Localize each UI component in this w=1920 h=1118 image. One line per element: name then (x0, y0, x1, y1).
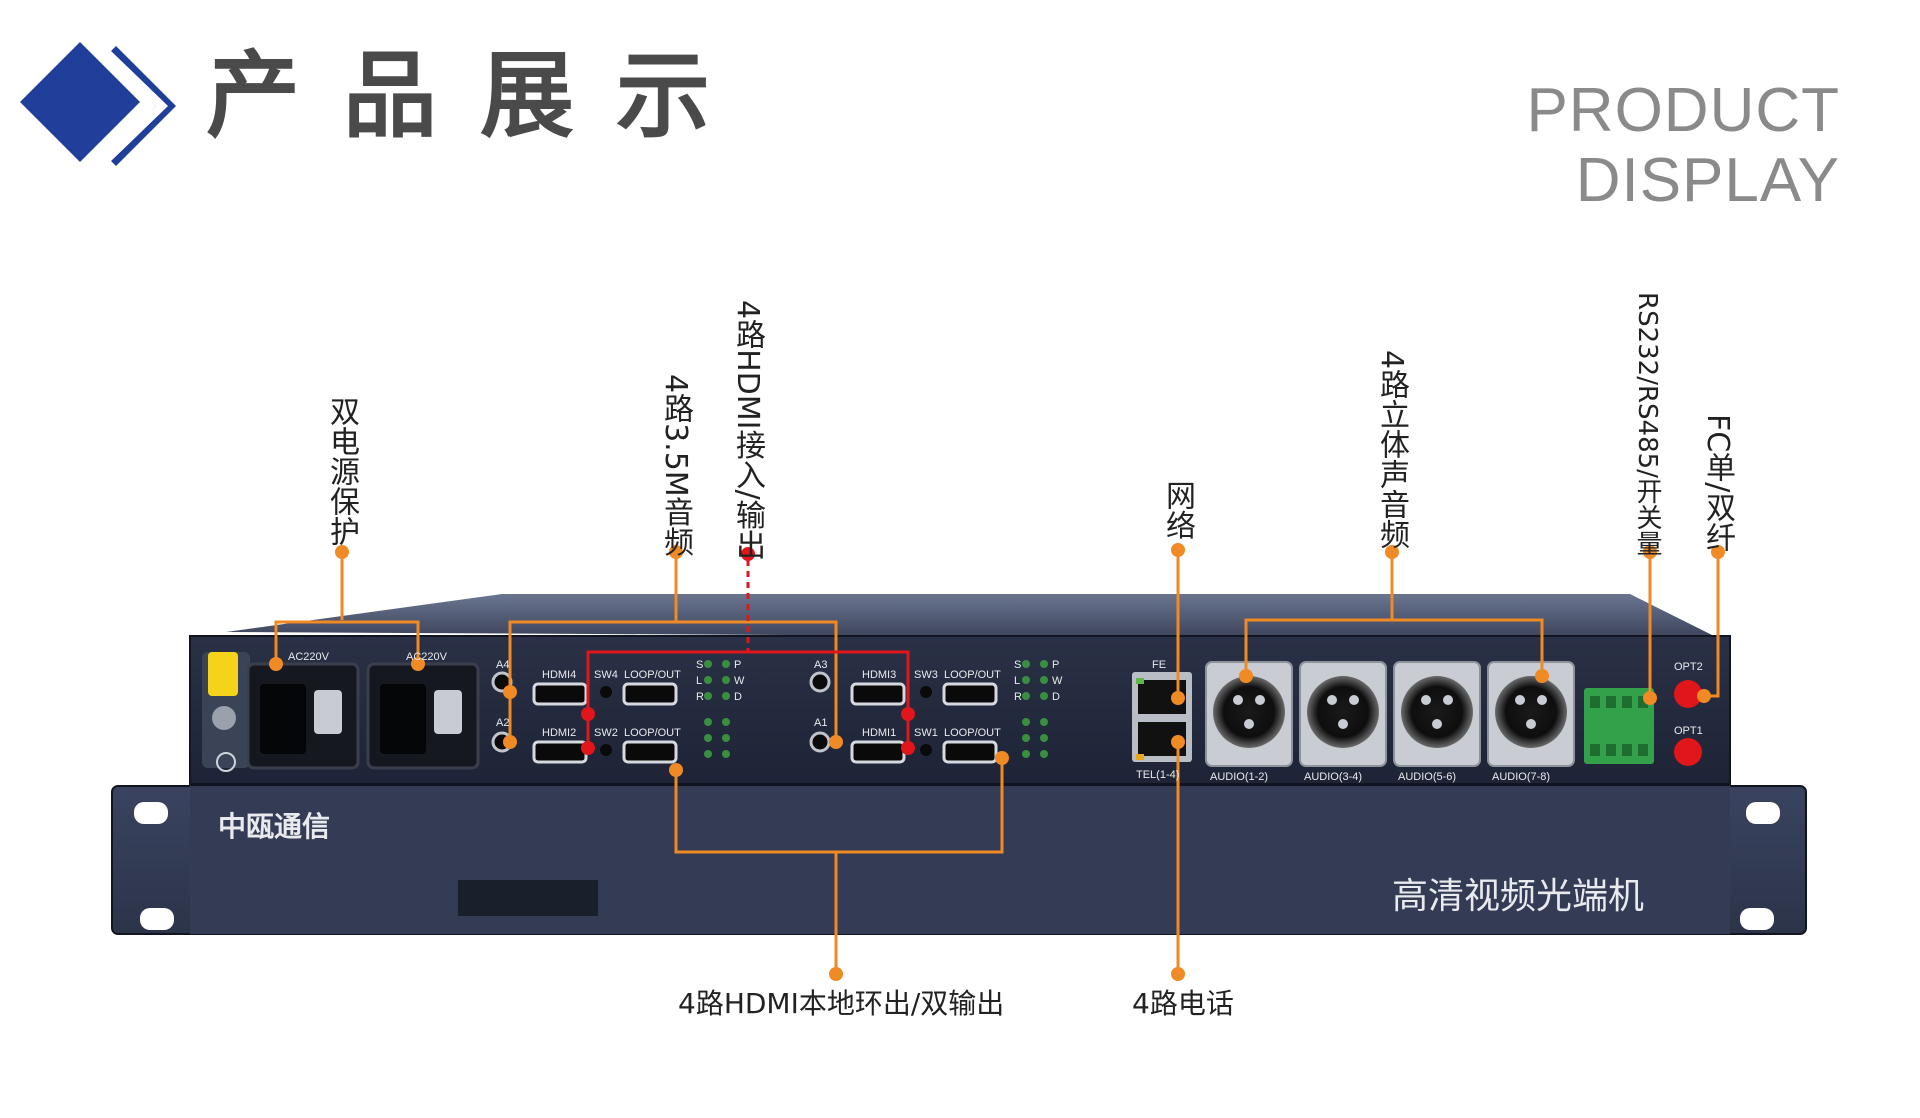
title-english: PRODUCT DISPLAY (1526, 76, 1840, 215)
ac-label-2: AC220V (406, 651, 448, 663)
opt1-label: OPT1 (1674, 725, 1703, 737)
hdmi4-label: HDMI4 (542, 669, 576, 681)
led-w-right-2: W (1052, 675, 1063, 687)
fe-label: FE (1152, 659, 1166, 671)
led-l-left-2: L (1014, 675, 1020, 687)
hdmi2-label: HDMI2 (542, 727, 576, 739)
a1-label: A1 (814, 717, 827, 729)
a4-label: A4 (496, 659, 509, 671)
brand-text: 中瓯通信 (218, 810, 330, 843)
label-serial: RS232/RS485/开关量 (1632, 292, 1662, 556)
title-char-2: 品 (343, 42, 438, 151)
sw4-label: SW4 (594, 669, 618, 681)
sw2-label: SW2 (594, 727, 618, 739)
sw3-label: SW3 (914, 669, 938, 681)
label-hdmi-io: 4路HDMI接入/输出 (730, 300, 765, 560)
led-d-right-1: D (734, 691, 742, 703)
product-name: 高清视频光端机 (1392, 876, 1644, 917)
hdmi3-label: HDMI3 (862, 669, 896, 681)
loop-label-3: LOOP/OUT (944, 669, 1001, 681)
a3-label: A3 (814, 659, 827, 671)
loop-label-4: LOOP/OUT (944, 727, 1001, 739)
hdmi1-label: HDMI1 (862, 727, 896, 739)
led-l-left-1: L (696, 675, 702, 687)
audio-label-2: AUDIO(3-4) (1304, 771, 1362, 783)
led-w-right-1: W (734, 675, 745, 687)
led-p-right-2: P (1052, 659, 1059, 671)
ac-label-1: AC220V (288, 651, 330, 663)
label-hdmi-loop: 4路HDMI本地环出/双输出 (678, 987, 1005, 1020)
audio-label-1: AUDIO(1-2) (1210, 771, 1268, 783)
sw1-label: SW1 (914, 727, 938, 739)
led-s-left-1: S (696, 659, 703, 671)
tel-label: TEL(1-4) (1136, 769, 1179, 781)
audio-label-3: AUDIO(5-6) (1398, 771, 1456, 783)
opt2-label: OPT2 (1674, 661, 1703, 673)
audio-label-4: AUDIO(7-8) (1492, 771, 1550, 783)
label-phone: 4路电话 (1132, 987, 1234, 1020)
label-stereo-audio: 4路立体声音频 (1374, 350, 1409, 550)
loop-label-1: LOOP/OUT (624, 669, 681, 681)
led-p-right-1: P (734, 659, 741, 671)
a2-label: A2 (496, 717, 509, 729)
led-s-left-2: S (1014, 659, 1021, 671)
title-char-4: 示 (616, 42, 711, 151)
title-char-1: 产 (206, 42, 301, 151)
label-network: 网络 (1160, 480, 1195, 540)
led-d-right-2: D (1052, 691, 1060, 703)
label-audio-35: 4路3.5M音频 (658, 374, 693, 557)
led-r-left-2: R (1014, 691, 1022, 703)
title-char-3: 展 (480, 42, 575, 151)
label-dual-power: 双电源保护 (324, 396, 359, 546)
loop-label-2: LOOP/OUT (624, 727, 681, 739)
diamond-logo-icon (20, 42, 176, 166)
led-r-left-1: R (696, 691, 704, 703)
label-fiber: FC单/双纤 (1700, 414, 1735, 553)
